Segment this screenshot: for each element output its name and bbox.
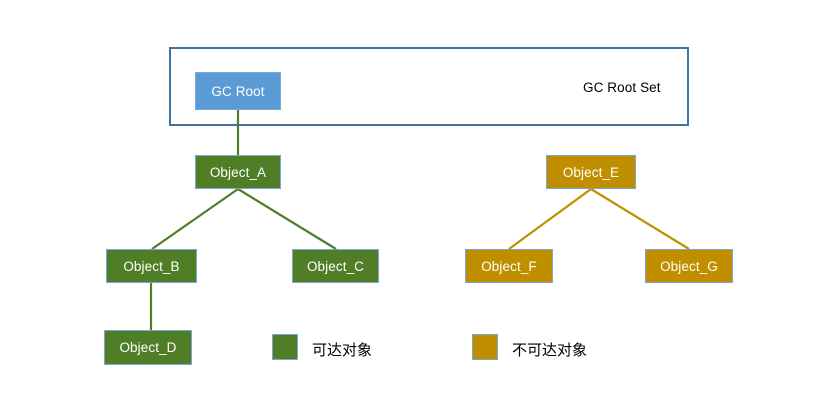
node-label: Object_B (123, 258, 180, 274)
node-label: Object_A (209, 164, 267, 180)
node-label: Object_E (562, 164, 620, 180)
edge-object-e-object-f (508, 188, 592, 250)
node-label: GC Root (211, 83, 265, 99)
node-object-g[interactable]: Object_G (645, 249, 733, 283)
node-object-f[interactable]: Object_F (465, 249, 553, 283)
gc-root-set-label: GC Root Set (583, 80, 661, 95)
node-label: Object_F (481, 258, 537, 274)
node-label: Object_D (119, 340, 177, 355)
node-gc-root[interactable]: GC Root (195, 72, 281, 110)
node-label: Object_C (306, 258, 365, 274)
edge-object-a-object-c (237, 188, 337, 250)
node-object-b[interactable]: Object_B (106, 249, 197, 283)
edge-object-e-object-g (590, 188, 690, 250)
node-object-c[interactable]: Object_C (292, 249, 379, 283)
gc-root-set-frame (169, 47, 689, 126)
legend-reachable-label: 可达对象 (312, 342, 373, 359)
node-object-a[interactable]: Object_A (195, 155, 281, 189)
legend-unreachable-label: 不可达对象 (512, 342, 588, 359)
node-object-e[interactable]: Object_E (546, 155, 636, 189)
node-label: Object_G (660, 258, 718, 274)
legend-unreachable-swatch (472, 334, 498, 360)
node-object-d[interactable]: Object_D (104, 330, 192, 365)
legend-reachable-swatch (272, 334, 298, 360)
edge-object-a-object-b (151, 188, 239, 250)
